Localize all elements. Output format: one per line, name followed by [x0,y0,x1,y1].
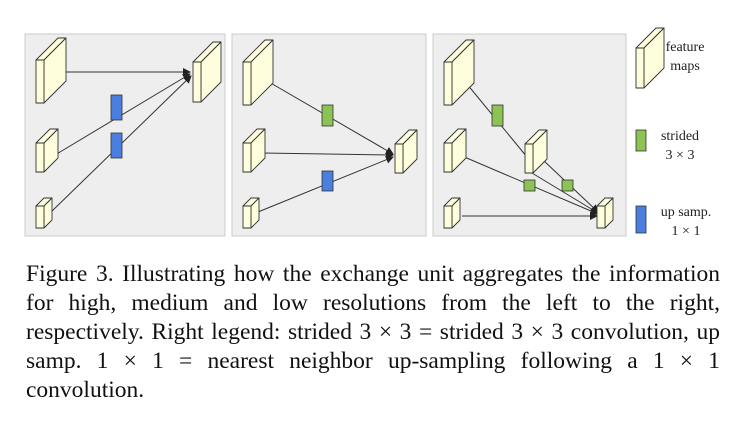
legend: feature maps strided 3 × 3 up samp. 1 × … [635,27,712,239]
strided-block [321,104,334,127]
feature-map [242,128,266,173]
legend-upsamp-label-1: up samp. [661,205,712,220]
feature-map [242,197,260,229]
upsamp-block [321,170,334,192]
feature-map [524,129,548,174]
feature-map [35,197,53,229]
exchange-unit-figure: feature maps strided 3 × 3 up samp. 1 × … [24,27,712,239]
figure-caption: Figure 3. Illustrating how the exchange … [26,261,720,403]
strided-block [561,179,574,192]
legend-feature-map-icon [635,27,665,89]
feature-map [394,129,418,174]
feature-map [443,128,467,173]
feature-map [35,128,59,173]
feature-map [635,27,665,89]
feature-map [443,197,461,229]
upsamp-block [110,132,123,159]
panel-1-upsamp-blocks [110,94,123,159]
legend-strided-icon [635,129,647,152]
legend-strided-label-2: 3 × 3 [666,148,695,163]
strided-block [491,104,504,127]
legend-feature-label-2: maps [670,59,700,74]
feature-map [443,39,475,106]
legend-upsamp-icon [635,205,647,234]
legend-feature-label-1: feature [666,40,705,55]
feature-map [596,197,614,229]
feature-map [35,37,67,104]
legend-upsamp-label-2: 1 × 1 [672,224,701,239]
upsamp-block [110,94,123,121]
feature-map [192,41,222,103]
panel-2-blocks [321,104,334,192]
panel-3-blocks [491,104,574,192]
strided-block [523,179,536,192]
legend-strided-label-1: strided [661,129,699,144]
feature-maps [35,37,614,229]
feature-map [242,39,274,106]
